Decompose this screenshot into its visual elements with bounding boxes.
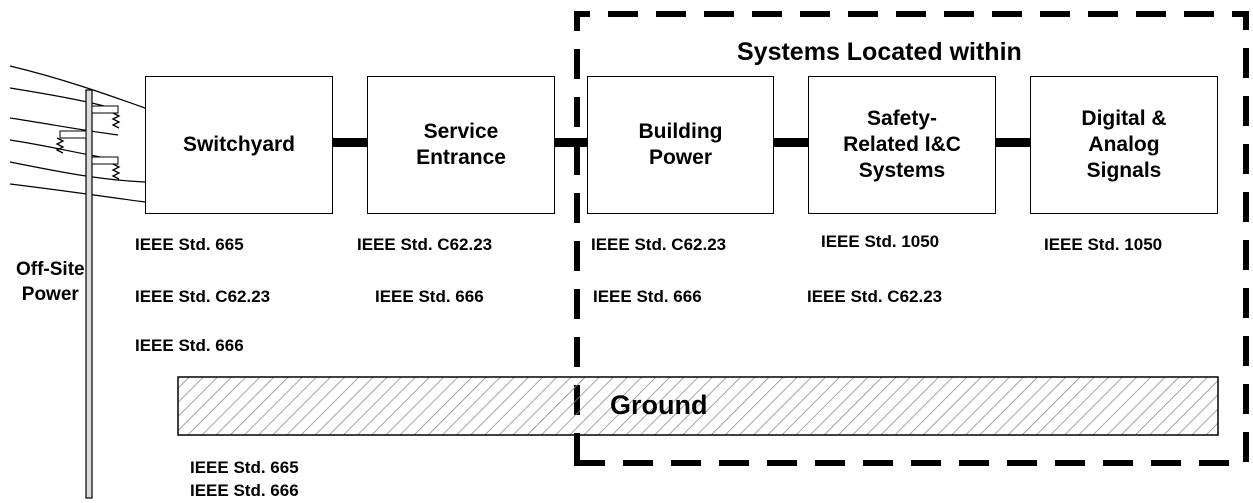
safety-related-box: Safety- Related I&C Systems: [808, 76, 996, 214]
service-entrance-standard: IEEE Std. 666: [375, 287, 484, 306]
switchyard-box: Switchyard: [145, 76, 333, 214]
safety-related-standard: IEEE Std. 1050: [821, 232, 940, 251]
building-power-standard: IEEE Std. 666: [593, 287, 702, 306]
region-boundary: [574, 11, 1249, 466]
switchyard-standard: IEEE Std. C62.23: [135, 287, 271, 306]
service-entrance-standard: IEEE Std. C62.23: [357, 235, 493, 254]
ground-bar: [177, 376, 1219, 436]
switchyard-standard: IEEE Std. 665: [135, 235, 244, 254]
region-title: Systems Located within: [737, 38, 1022, 66]
service-entrance-box: Service Entrance: [367, 76, 555, 214]
ground-label: Ground: [610, 390, 708, 420]
connectors: [333, 138, 1030, 147]
ground-standard: IEEE Std. 665: [190, 458, 299, 477]
utility-pole-icon: [55, 89, 121, 499]
building-power-box: Building Power: [587, 76, 774, 214]
safety-related-standard: IEEE Std. C62.23: [807, 287, 943, 306]
power-lines: [9, 65, 146, 203]
digital-analog-box: Digital & Analog Signals: [1030, 76, 1218, 214]
ground-standard: IEEE Std. 666: [190, 481, 299, 500]
digital-analog-standard: IEEE Std. 1050: [1044, 235, 1163, 254]
offsite-power-label: Off-Site Power: [16, 259, 85, 305]
switchyard-standard: IEEE Std. 666: [135, 336, 244, 355]
building-power-standard: IEEE Std. C62.23: [591, 235, 727, 254]
